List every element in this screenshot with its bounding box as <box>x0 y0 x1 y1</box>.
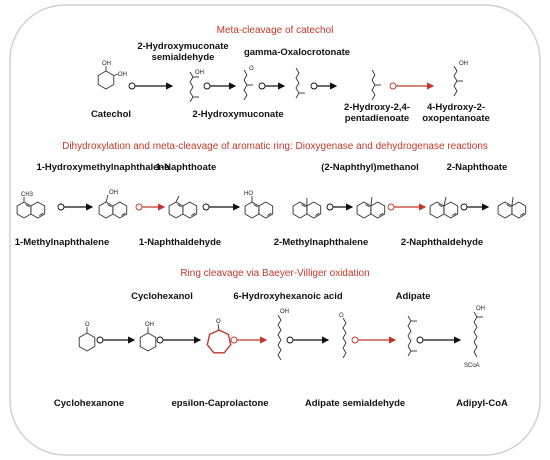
label-2-methylnaphthalene: 2-Methylnaphthalene <box>274 237 369 248</box>
svg-text:OH: OH <box>109 190 118 196</box>
section-title-dihydroxylation: Dihydroxylation and meta-cleavage of aro… <box>62 141 488 152</box>
label-6-hydroxyhexanoic-acid: 6-Hydroxyhexanoic acid <box>233 291 342 302</box>
svg-text:OH: OH <box>476 306 485 312</box>
svg-text:OH: OH <box>195 70 204 76</box>
arrow-s2-5 <box>387 203 427 211</box>
structure-adipyl-coa: OH SCoA <box>464 306 485 369</box>
label-2-hydroxymuconate: 2-Hydroxymuconate <box>192 109 283 120</box>
label-pentadienoate-line1: 2-Hydroxy-2,4- <box>344 102 410 113</box>
label-adipate: Adipate <box>396 291 431 302</box>
label-2-naphthyl-methanol: (2-Naphthyl)methanol <box>321 162 419 173</box>
structure-adipate <box>407 315 417 357</box>
structure-2-hydroxymuconate: O <box>243 66 254 101</box>
structure-oxopentanoate: OH <box>453 61 468 97</box>
structure-1-naphthaldehyde <box>168 195 198 219</box>
structure-2-naphthaldehyde <box>429 196 459 219</box>
arrow-s2-2 <box>135 203 166 211</box>
svg-text:O: O <box>339 313 344 319</box>
arrow-s1-3 <box>258 82 286 90</box>
label-2-naphthoate: 2-Naphthoate <box>447 162 508 173</box>
label-gamma-oxalocrotonate: gamma-Oxalocrotonate <box>244 47 350 58</box>
label-epsilon-caprolactone: epsilon-Caprolactone <box>171 398 268 409</box>
label-cyclohexanone: Cyclohexanone <box>54 398 124 409</box>
arrow-s1-2 <box>203 82 237 90</box>
structure-catechol: OH OH <box>97 61 127 90</box>
label-adipyl-coa: Adipyl-CoA <box>456 398 508 409</box>
label-catechol: Catechol <box>91 109 131 120</box>
svg-text:O: O <box>216 319 221 325</box>
structure-adipate-semialdehyde: O <box>339 313 347 359</box>
label-1-naphthoate: 1-Naphthoate <box>156 162 217 173</box>
structure-2-naphthoate <box>497 196 527 219</box>
structure-1-methylnaphthalene: CH3 <box>16 192 46 219</box>
arrow-s2-6 <box>460 203 490 211</box>
svg-text:CH3: CH3 <box>21 192 34 198</box>
label-oxopentanoate-line2: oxopentanoate <box>422 113 490 124</box>
label-cyclohexanol: Cyclohexanol <box>131 291 193 302</box>
structure-gamma-oxalocrotonate <box>295 67 305 99</box>
arrow-s1-5 <box>389 82 435 90</box>
section-title-meta-cleavage: Meta-cleavage of catechol <box>217 25 334 36</box>
svg-text:OH: OH <box>145 322 154 328</box>
label-1-hydroxymethylnaphthalene: 1-Hydroxymethylnaphthalene <box>36 162 169 173</box>
svg-text:SCoA: SCoA <box>464 363 480 369</box>
structure-6-hydroxyhexanoic-acid: OH <box>277 309 289 361</box>
label-pentadienoate-line2: pentadienoate <box>345 113 409 124</box>
label-2-hydroxymuconate-semialdehyde-line2: semialdehyde <box>152 52 215 63</box>
label-1-methylnaphthalene: 1-Methylnaphthalene <box>15 237 110 248</box>
section-title-baeyer-villiger: Ring cleavage via Baeyer-Villiger oxidat… <box>180 268 369 279</box>
label-2-naphthaldehyde: 2-Naphthaldehyde <box>401 237 483 248</box>
arrow-s2-4 <box>326 203 354 211</box>
arrow-s1-1 <box>128 82 174 90</box>
arrow-s3-4 <box>286 336 330 344</box>
structure-2-methylnaphthalene <box>292 198 322 219</box>
label-oxopentanoate-line1: 4-Hydroxy-2- <box>427 102 485 113</box>
svg-text:OH: OH <box>118 72 127 78</box>
structure-1-hydroxymethylnaphthalene: OH <box>98 190 128 219</box>
arrow-s2-1 <box>57 203 94 211</box>
svg-text:OH: OH <box>280 309 289 315</box>
svg-text:HO: HO <box>244 191 253 197</box>
label-2-hydroxymuconate-semialdehyde-line1: 2-Hydroxymuconate <box>137 41 228 52</box>
structure-pentadienoate <box>371 69 381 101</box>
arrow-s2-3 <box>202 203 241 211</box>
structure-cyclohexanone: O <box>78 322 96 352</box>
arrow-s3-3 <box>230 336 268 344</box>
structure-1-naphthoate: HO <box>244 191 274 219</box>
structure-epsilon-caprolactone: O <box>206 319 232 354</box>
svg-text:OH: OH <box>102 61 111 67</box>
frame-border <box>9 4 541 456</box>
label-1-naphthaldehyde: 1-Naphthaldehyde <box>139 237 221 248</box>
arrow-s3-5 <box>351 336 397 344</box>
label-adipate-semialdehyde: Adipate semialdehyde <box>305 398 405 409</box>
svg-text:O: O <box>249 66 254 72</box>
svg-text:O: O <box>85 322 90 328</box>
structure-cyclohexanol: OH <box>139 322 157 352</box>
svg-text:OH: OH <box>459 61 468 67</box>
arrow-s3-1 <box>96 336 136 344</box>
arrow-s1-4 <box>310 82 338 90</box>
structure-2-naphthyl-methanol <box>356 196 386 219</box>
structure-semialdehyde: OH <box>189 70 204 103</box>
arrow-s3-2 <box>156 336 202 344</box>
arrow-s3-6 <box>416 336 462 344</box>
